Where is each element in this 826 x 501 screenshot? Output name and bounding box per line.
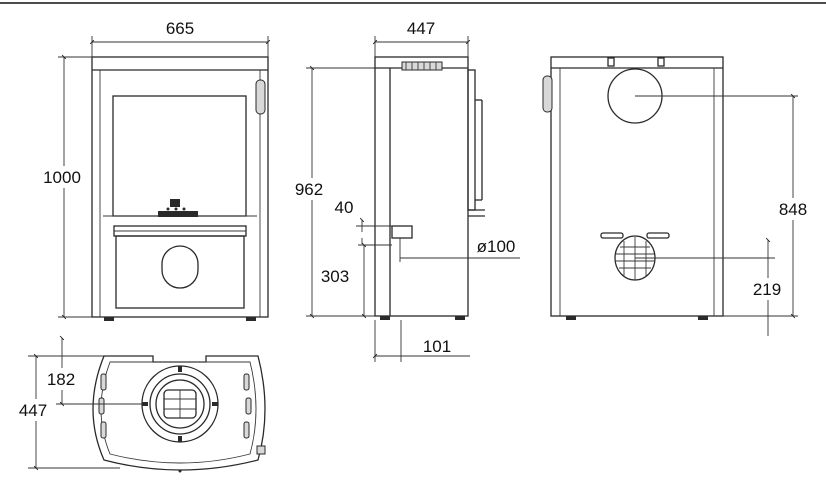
front-width-label: 665 xyxy=(166,19,194,38)
side-outlet-diameter-label: ø100 xyxy=(477,237,516,256)
side-height-label: 962 xyxy=(295,180,323,199)
back-outlet-height-label: 848 xyxy=(779,200,807,219)
back-inlet-height-label: 219 xyxy=(753,280,781,299)
top-view xyxy=(92,355,266,473)
front-height-label: 1000 xyxy=(43,168,81,187)
side-depth-label: 447 xyxy=(407,19,435,38)
side-offset-label: 40 xyxy=(335,198,354,217)
top-offset-label: 182 xyxy=(47,370,75,389)
side-outlet-depth-label: 101 xyxy=(423,337,451,356)
top-depth-label: 447 xyxy=(19,401,47,420)
front-view xyxy=(91,56,269,321)
side-outlet-height-label: 303 xyxy=(321,267,349,286)
side-view xyxy=(374,56,485,320)
